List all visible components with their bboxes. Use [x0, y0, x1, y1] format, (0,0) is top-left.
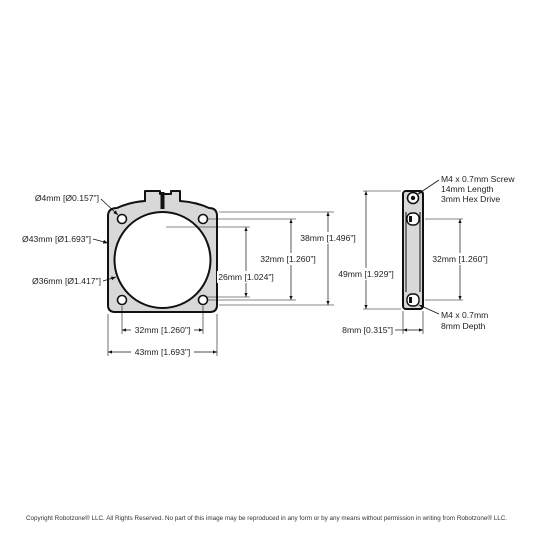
leader-tapped-hole [418, 304, 440, 315]
leader-screw-hole [100, 198, 119, 216]
clamp-slit [160, 192, 165, 209]
label-body-height: 38mm [1.496"] [300, 233, 356, 243]
note-clamp-screw-line-2: 14mm Length [441, 184, 494, 194]
note-clamp-screw-line-1: M4 x 0.7mm Screw [441, 174, 515, 184]
label-center-to-hole: 26mm [1.024"] [218, 272, 274, 282]
mount-hole-bottom-right [197, 294, 209, 306]
front-view: 32mm [1.260"] 43mm [1.693"] 26mm [1.024"… [22, 190, 360, 358]
label-hole-spacing-horizontal: 32mm [1.260"] [135, 325, 191, 335]
leader-clamp-screw [417, 179, 440, 195]
mount-hole-top-left [116, 213, 128, 225]
label-inner-diameter: Ø36mm [Ø1.417"] [32, 276, 101, 286]
label-overall-height: 49mm [1.929"] [338, 269, 394, 279]
label-hole-spacing-vertical: 32mm [1.260"] [260, 254, 316, 264]
leader-outer-diameter [92, 238, 109, 244]
clamp-bore [113, 211, 212, 309]
label-thickness: 8mm [0.315"] [342, 325, 393, 335]
side-view: 49mm [1.929"] 32mm [1.260"] 8mm [0.315"]… [334, 174, 515, 335]
label-outer-diameter: Ø43mm [Ø1.693"] [22, 234, 91, 244]
note-clamp-screw-line-3: 3mm Hex Drive [441, 194, 500, 204]
note-tapped-hole-line-1: M4 x 0.7mm [441, 310, 488, 320]
label-side-hole-spacing: 32mm [1.260"] [432, 254, 488, 264]
side-hole-top [406, 212, 420, 226]
mount-hole-top-right [197, 213, 209, 225]
side-hole-bottom [406, 293, 420, 307]
mount-hole-bottom-left [116, 294, 128, 306]
note-tapped-hole-line-2: 8mm Depth [441, 321, 486, 331]
label-screw-hole: Ø4mm [Ø0.157"] [35, 193, 99, 203]
copyright-notice: Copyright Robotzone® LLC. All Rights Res… [25, 515, 508, 522]
label-overall-width: 43mm [1.693"] [135, 347, 191, 357]
leader-inner-diameter [102, 276, 117, 282]
